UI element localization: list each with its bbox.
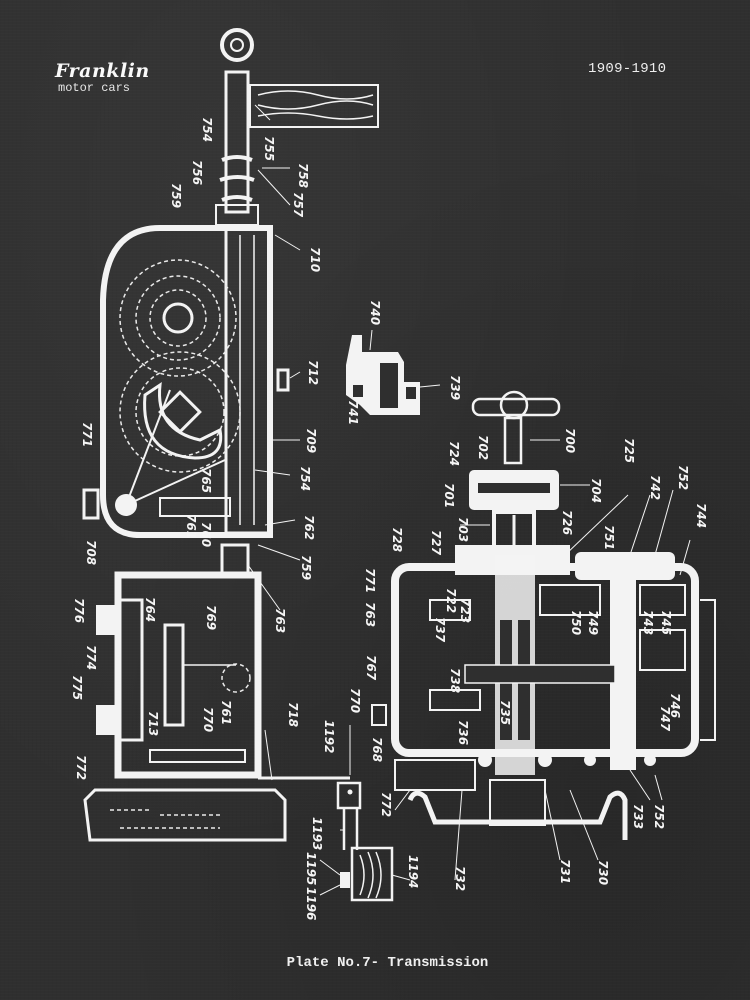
part-label: 1195 — [304, 852, 318, 886]
part-label: 771 — [80, 422, 94, 448]
shift-lever-drawing — [469, 390, 561, 554]
main-transmission-drawing — [371, 545, 716, 840]
part-label: 764 — [143, 597, 157, 623]
part-label: 752 — [676, 465, 690, 491]
part-label: 759 — [169, 183, 183, 209]
bracket-detail-drawing — [346, 335, 420, 415]
part-label: 747 — [658, 706, 672, 732]
part-label: 751 — [602, 525, 616, 551]
part-label: 758 — [296, 163, 310, 189]
part-label: 701 — [442, 483, 456, 509]
part-label: 770 — [348, 688, 362, 714]
part-label: 768 — [370, 737, 384, 763]
part-label: 741 — [346, 400, 360, 426]
part-label: 724 — [447, 441, 461, 467]
part-label: 708 — [84, 540, 98, 566]
part-label: 749 — [586, 610, 600, 636]
part-label: 1196 — [304, 887, 318, 921]
part-label: 765 — [199, 468, 213, 494]
part-label: 761 — [184, 514, 198, 540]
part-label: 755 — [262, 136, 276, 162]
part-label: 763 — [363, 602, 377, 628]
part-label: 723 — [458, 598, 472, 624]
part-label: 1194 — [406, 855, 420, 889]
part-label: 770 — [201, 707, 215, 733]
leader-lines — [247, 104, 691, 896]
part-label: 737 — [433, 617, 447, 643]
part-label: 730 — [596, 860, 610, 886]
part-label: 762 — [302, 515, 316, 541]
part-label: 754 — [200, 117, 214, 143]
part-label: 713 — [146, 711, 160, 737]
part-label: 740 — [368, 300, 382, 326]
part-label: 763 — [273, 608, 287, 634]
part-label: 736 — [456, 720, 470, 746]
steering-column-drawing — [215, 28, 379, 226]
brand-logo: Franklin motor cars — [55, 61, 150, 95]
lower-left-housing-drawing — [83, 571, 350, 842]
part-label: 709 — [304, 428, 318, 454]
part-label: 745 — [659, 610, 673, 636]
part-label: 771 — [363, 568, 377, 594]
part-label: 703 — [456, 517, 470, 543]
part-label: 712 — [306, 360, 320, 386]
part-label: 761 — [219, 700, 233, 726]
part-label: 1193 — [310, 817, 324, 851]
part-label: 727 — [429, 530, 443, 556]
part-label: 725 — [622, 438, 636, 464]
part-label: 1192 — [322, 720, 336, 754]
part-label: 750 — [569, 610, 583, 636]
part-label: 732 — [453, 866, 467, 892]
part-label: 752 — [652, 804, 666, 830]
part-label: 743 — [641, 610, 655, 636]
upper-gearbox-drawing — [82, 225, 290, 575]
part-label: 776 — [72, 598, 86, 624]
part-label: 756 — [190, 160, 204, 186]
part-label: 754 — [298, 466, 312, 492]
linkage-drawing — [336, 781, 394, 902]
part-label: 767 — [364, 655, 378, 681]
part-label: 769 — [204, 605, 218, 631]
part-label: 742 — [648, 475, 662, 501]
part-label: 775 — [70, 675, 84, 701]
part-label: 722 — [444, 588, 458, 614]
plate-title: Plate No.7- Transmission — [286, 955, 489, 971]
part-label: 735 — [498, 700, 512, 726]
part-label: 772 — [379, 792, 393, 818]
part-label: 772 — [74, 755, 88, 781]
part-label: 744 — [694, 503, 708, 529]
part-label: 702 — [476, 435, 490, 461]
part-label: 733 — [631, 804, 645, 830]
part-label: 704 — [589, 478, 603, 504]
part-label: 739 — [448, 375, 462, 401]
part-label: 718 — [286, 702, 300, 728]
part-label: 757 — [291, 192, 305, 218]
year-range: 1909-1910 — [588, 61, 667, 77]
part-label: 731 — [558, 859, 572, 885]
part-label: 759 — [299, 555, 313, 581]
part-label: 738 — [448, 668, 462, 694]
part-label: 726 — [560, 510, 574, 536]
part-label: 710 — [308, 247, 322, 273]
part-label: 728 — [390, 527, 404, 553]
part-label: 774 — [84, 645, 98, 671]
part-label: 700 — [563, 428, 577, 454]
part-label: 760 — [199, 522, 213, 548]
brand-subtitle: motor cars — [58, 81, 131, 95]
brand-name: Franklin — [55, 60, 150, 82]
